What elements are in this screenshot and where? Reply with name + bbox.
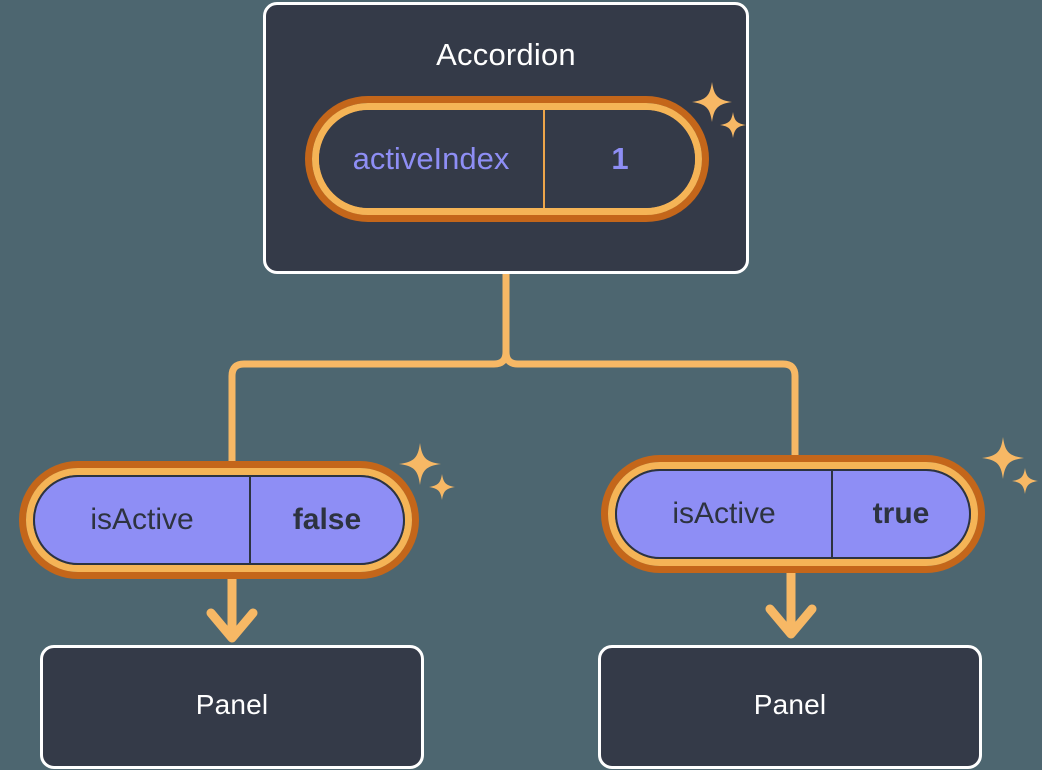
state-pill-is-active-false[interactable]: isActive false bbox=[26, 468, 412, 572]
sparkle-group-right bbox=[980, 437, 1042, 501]
state-pill-inner: activeIndex 1 bbox=[319, 110, 695, 208]
state-pill-active-index[interactable]: activeIndex 1 bbox=[312, 103, 702, 215]
panel-left-card[interactable]: Panel bbox=[40, 645, 424, 769]
state-pill-inner: isActive false bbox=[33, 475, 405, 565]
arrow-down-icon-right bbox=[765, 566, 817, 639]
state-key-is-active-right: isActive bbox=[617, 471, 833, 557]
state-key-active-index: activeIndex bbox=[319, 110, 545, 208]
state-pill-is-active-true[interactable]: isActive true bbox=[608, 462, 978, 566]
sparkle-four-point-icon bbox=[399, 443, 441, 485]
panel-left-title: Panel bbox=[195, 689, 269, 720]
sparkle-four-point-icon bbox=[982, 437, 1024, 479]
accordion-title: Accordion bbox=[436, 37, 576, 72]
sparkle-four-point-small-icon bbox=[1012, 468, 1038, 494]
state-key-is-active-left: isActive bbox=[35, 477, 251, 563]
state-value-is-active-left: false bbox=[292, 503, 362, 536]
connector-trunk-split bbox=[228, 270, 799, 466]
state-value-is-active-right: true bbox=[872, 497, 930, 530]
panel-right-title: Panel bbox=[753, 689, 827, 720]
arrow-down-icon-left bbox=[206, 572, 258, 643]
state-value-active-index: 1 bbox=[611, 141, 629, 176]
panel-right-card[interactable]: Panel bbox=[598, 645, 982, 769]
state-pill-inner: isActive true bbox=[615, 469, 971, 559]
sparkle-four-point-small-icon bbox=[429, 474, 455, 500]
